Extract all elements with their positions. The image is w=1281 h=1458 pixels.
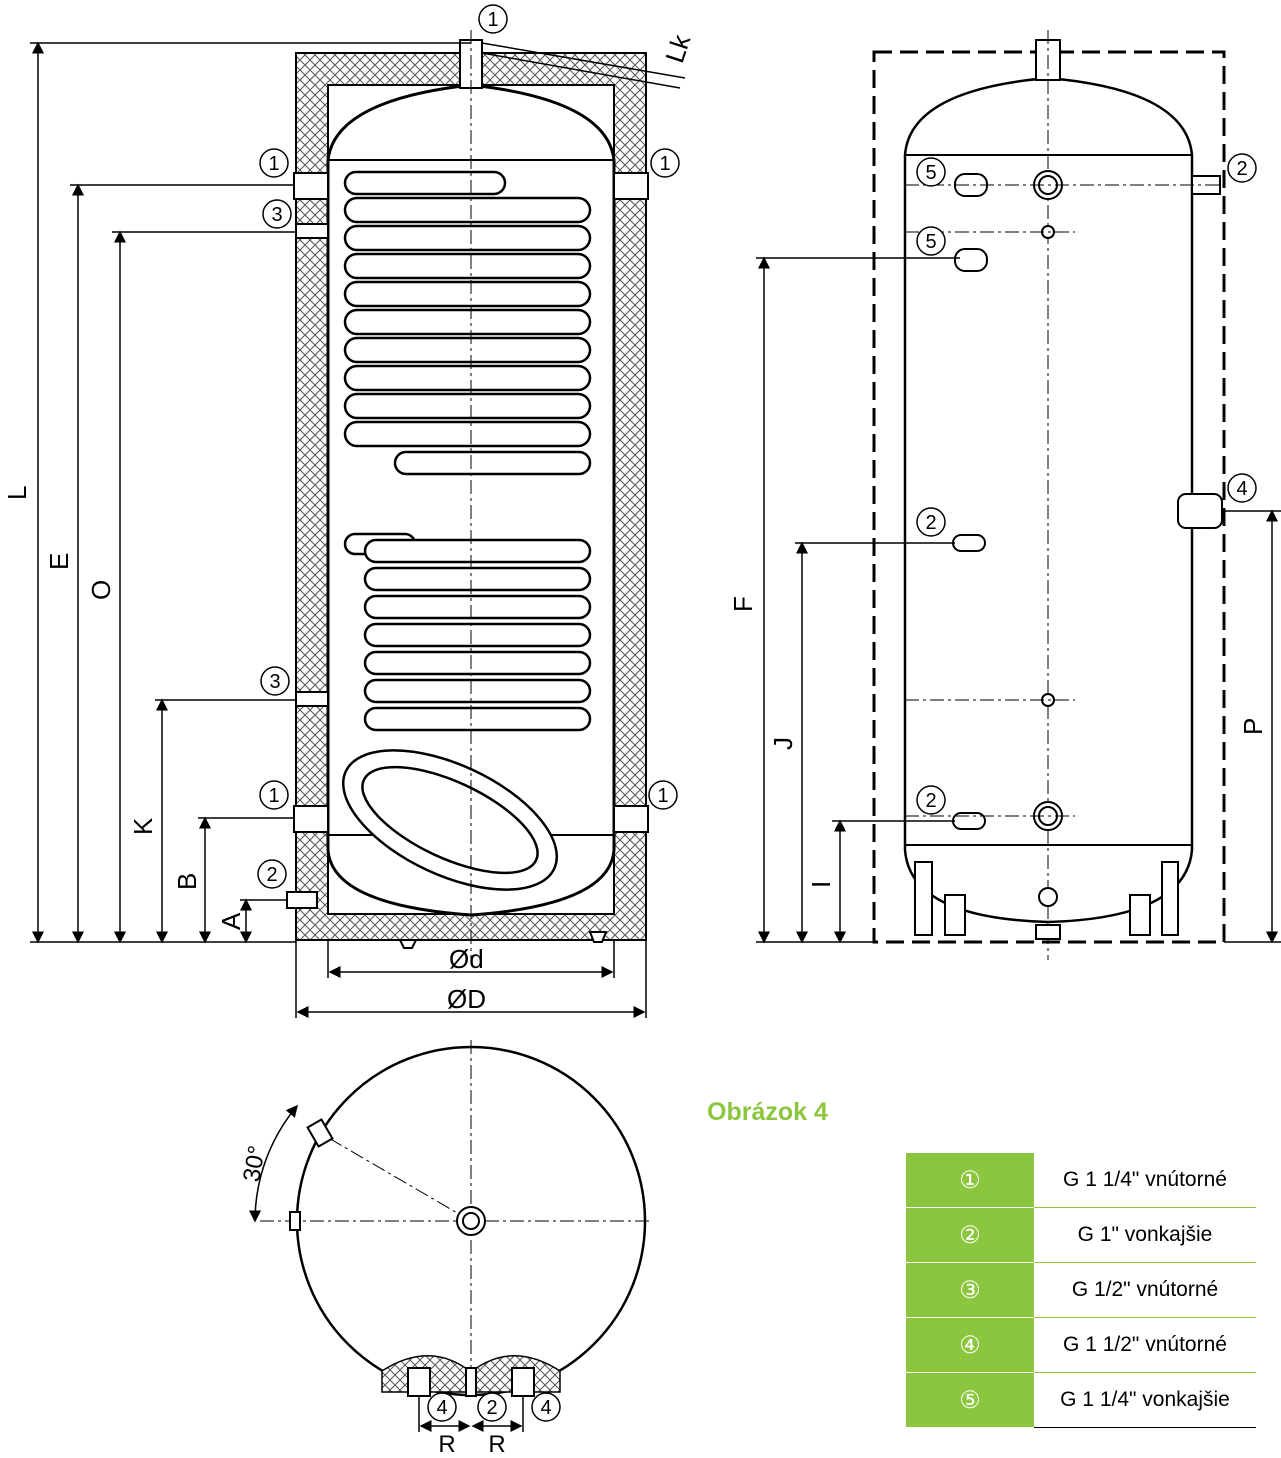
marker-5-lower: 5 [925, 231, 936, 253]
legend-description: G 1 1/2" vnútorné [1034, 1317, 1256, 1373]
front-dimension-labels: L E O K B A Ød ØD Lk [2, 30, 697, 1014]
dim-K: K [128, 817, 158, 835]
dim-J: J [768, 737, 798, 750]
side-dimension-labels: F J I P [728, 596, 1268, 888]
marker-2-top: 2 [486, 1397, 497, 1419]
dim-Lk: Lk [659, 30, 696, 66]
dim-R-left: R [438, 1431, 455, 1458]
legend-symbol: ⑤ [906, 1372, 1034, 1428]
marker-2-side-bottom: 2 [925, 790, 936, 812]
marker-1-top: 1 [487, 9, 498, 31]
legend-row: ② G 1" vonkajšie [906, 1207, 1256, 1263]
dim-d: Ød [449, 944, 484, 974]
marker-1-upper-left: 1 [268, 153, 279, 175]
marker-4-top-left: 4 [436, 1397, 447, 1419]
front-markers: 1 1 1 3 3 1 1 2 [257, 4, 680, 889]
marker-4-top-right: 4 [540, 1397, 551, 1419]
marker-1-lower-right: 1 [657, 785, 668, 807]
marker-3-lower: 3 [269, 671, 280, 693]
side-markers: 5 2 5 4 2 2 [916, 153, 1257, 815]
side-insulation-outline [872, 50, 1226, 944]
legend-symbol: ② [906, 1207, 1034, 1263]
upper-heat-exchanger-coil [343, 170, 592, 476]
dim-angle: 30° [238, 1143, 271, 1183]
dim-R-right: R [488, 1431, 505, 1458]
marker-5-upper: 5 [925, 162, 936, 184]
marker-2-side-top: 2 [1236, 158, 1247, 180]
legend-row: ④ G 1 1/2" vnútorné [906, 1317, 1256, 1373]
dim-A: A [216, 912, 246, 930]
dim-E: E [44, 553, 74, 570]
legend-description: G 1 1/4" vonkajšie [1034, 1372, 1256, 1428]
figure-caption: Obrázok 4 [707, 1098, 828, 1126]
legend-symbol: ③ [906, 1262, 1034, 1318]
legend-description: G 1 1/4" vnútorné [1034, 1153, 1256, 1208]
marker-1-upper-right: 1 [659, 153, 670, 175]
legend-symbol: ④ [906, 1317, 1034, 1373]
marker-2-side-middle: 2 [925, 512, 936, 534]
marker-2-front: 2 [266, 864, 277, 886]
marker-4-side: 4 [1236, 478, 1247, 500]
dim-P: P [1238, 718, 1268, 735]
dim-B: B [172, 873, 202, 890]
dim-I: I [806, 881, 836, 888]
front-section-view [286, 30, 649, 960]
legend-description: G 1" vonkajšie [1034, 1207, 1256, 1263]
dim-D: ØD [447, 984, 486, 1014]
legend-row: ③ G 1/2" vnútorné [906, 1262, 1256, 1318]
marker-3-upper: 3 [271, 204, 282, 226]
lower-heat-exchanger-coil [341, 532, 592, 891]
legend-row: ⑤ G 1 1/4" vonkajšie [906, 1372, 1256, 1428]
side-view [872, 30, 1226, 960]
dim-F: F [728, 596, 758, 612]
side-dimension-lines [756, 256, 1281, 944]
dim-L: L [2, 486, 32, 500]
legend-symbol: ① [906, 1153, 1034, 1208]
marker-1-lower-left: 1 [268, 785, 279, 807]
side-connections [286, 172, 649, 909]
legend-row: ① G 1 1/4" vnútorné [906, 1153, 1256, 1208]
connection-legend-table: ① G 1 1/4" vnútorné ② G 1" vonkajšie ③ G… [906, 1153, 1256, 1428]
legend-description: G 1/2" vnútorné [1034, 1262, 1256, 1318]
front-dimension-lines [30, 41, 686, 1018]
dim-O: O [86, 580, 116, 600]
top-view: 4 2 4 R R 30° [238, 1040, 650, 1458]
